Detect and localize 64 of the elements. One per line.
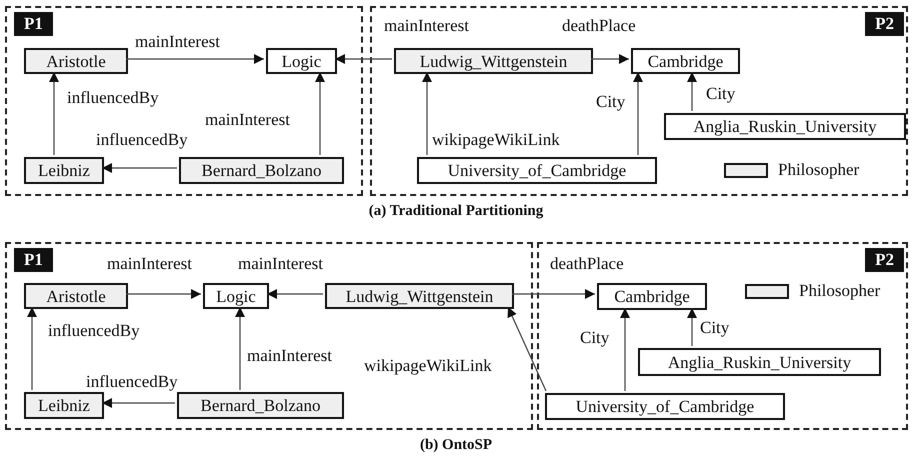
- entity-box: University_of_Cambridge: [417, 157, 657, 184]
- edge-label: influencedBy: [86, 372, 178, 392]
- entity-box: Ludwig_Wittgenstein: [325, 283, 514, 309]
- edge-label: mainInterest: [247, 346, 332, 366]
- entity-box: Aristotle: [24, 48, 128, 74]
- entity-box: Logic: [266, 48, 337, 74]
- subfigure-caption: (a) Traditional Partitioning: [368, 202, 544, 220]
- entity-box: Cambridge: [597, 283, 707, 310]
- edge-label: influencedBy: [67, 88, 159, 108]
- entity-box: University_of_Cambridge: [545, 393, 785, 420]
- entity-box: Cambridge: [631, 48, 740, 74]
- arrow: [620, 308, 630, 391]
- arrow: [422, 72, 432, 155]
- partition-label: P1: [14, 248, 53, 272]
- legend-label: Philosopher: [799, 281, 880, 301]
- arrow: [507, 306, 547, 392]
- edge-label: wikipageWikiLink: [432, 130, 560, 150]
- partition-frame: [370, 6, 908, 196]
- arrow: [235, 307, 245, 390]
- partition-label: P1: [14, 12, 53, 36]
- edge-label: City: [706, 84, 736, 104]
- partition-label: P2: [865, 12, 904, 36]
- arrow: [687, 72, 697, 111]
- partition-frame: [537, 242, 908, 430]
- entity-box: Bernard_Bolzano: [179, 157, 344, 184]
- edge-label: wikipageWikiLink: [364, 356, 492, 376]
- entity-box: Logic: [203, 283, 269, 309]
- arrow: [102, 398, 175, 408]
- arrow: [267, 289, 323, 299]
- entity-box: Leibniz: [24, 392, 104, 419]
- edge-label: mainInterest: [135, 32, 220, 52]
- edge-label: influencedBy: [48, 321, 140, 341]
- arrow: [27, 307, 37, 390]
- edge-label: deathPlace: [550, 254, 624, 274]
- entity-box: Anglia_Ruskin_University: [638, 348, 881, 376]
- arrow: [126, 54, 264, 64]
- partition-frame: [5, 6, 363, 196]
- edge-label: influencedBy: [96, 130, 188, 150]
- arrow: [512, 289, 595, 299]
- entity-box: Aristotle: [24, 283, 128, 309]
- legend-label: Philosopher: [778, 160, 860, 180]
- arrow: [49, 72, 59, 155]
- edge-label: mainInterest: [384, 16, 469, 36]
- arrow: [315, 72, 325, 155]
- arrow: [126, 289, 201, 299]
- edge-label: deathPlace: [562, 16, 636, 36]
- edge-label: mainInterest: [107, 254, 192, 274]
- partition-frame: [5, 242, 533, 430]
- partition-label: P2: [865, 248, 904, 272]
- edge-label: City: [596, 92, 626, 112]
- edge-label: mainInterest: [238, 254, 323, 274]
- entity-box: Anglia_Ruskin_University: [664, 113, 906, 140]
- edge-label: City: [580, 328, 610, 348]
- arrow: [633, 72, 643, 155]
- arrow: [591, 54, 629, 64]
- entity-box: Leibniz: [24, 157, 104, 184]
- arrow: [102, 163, 177, 173]
- subfigure-caption: (b) OntoSP: [420, 436, 492, 454]
- arrow: [335, 54, 392, 64]
- edge-label: City: [700, 318, 730, 338]
- entity-box: Bernard_Bolzano: [177, 392, 344, 419]
- arrow: [687, 308, 697, 346]
- entity-box: Ludwig_Wittgenstein: [394, 48, 593, 74]
- edge-label: mainInterest: [205, 110, 290, 130]
